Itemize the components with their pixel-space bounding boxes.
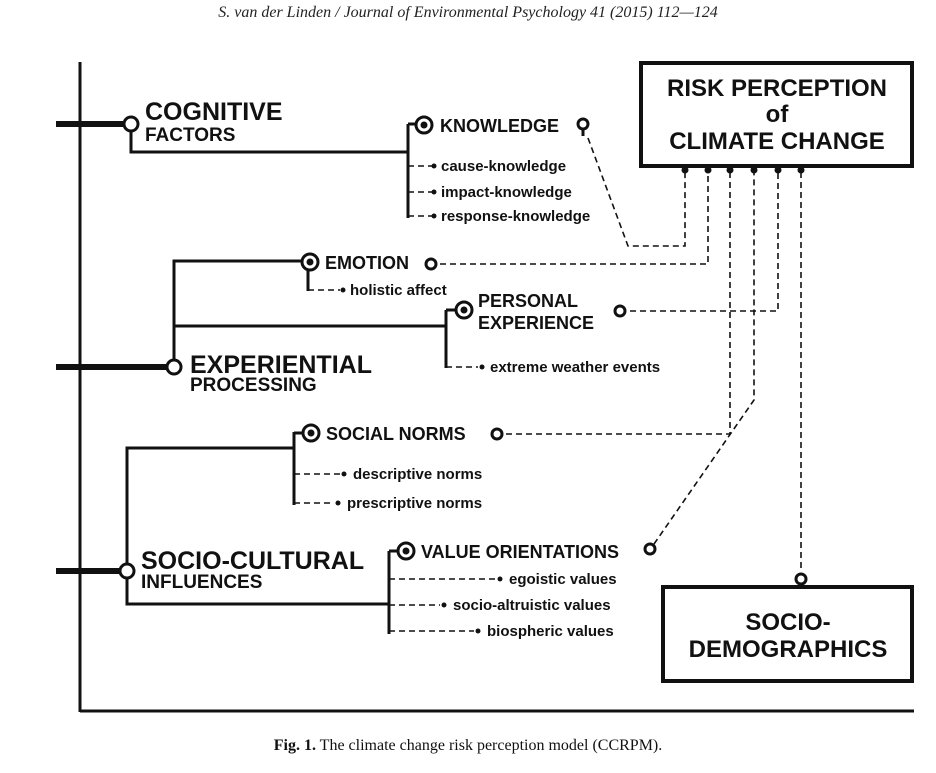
prescriptive-norms-bullet-icon — [335, 500, 341, 506]
risk-perception-box — [639, 61, 914, 168]
social-norms-label: SOCIAL NORMS — [326, 424, 466, 444]
experiential-line2: PROCESSING — [190, 375, 317, 396]
personal-experience-line2: EXPERIENCE — [478, 313, 594, 333]
experiential-branch-emotion — [172, 259, 301, 360]
impact-knowledge-bullet-icon — [431, 189, 437, 195]
value-orientations-out-node-icon — [643, 542, 657, 556]
socio-demographics-line1: SOCIO- — [745, 609, 830, 636]
egoistic-values-label: egoistic values — [509, 571, 617, 588]
socio-altruistic-values-label: socio-altruistic values — [453, 597, 611, 614]
journal-header: S. van der Linden / Journal of Environme… — [218, 4, 718, 21]
emotion-label: EMOTION — [325, 253, 409, 273]
rp-port-knowledge-icon — [681, 166, 689, 174]
knowledge-label: KNOWLEDGE — [440, 116, 559, 136]
figure-caption-text: The climate change risk perception model… — [319, 737, 663, 754]
socio-cultural-line2: INFLUENCES — [141, 572, 262, 593]
value-orientations-link — [653, 172, 755, 545]
impact-knowledge-label: impact-knowledge — [441, 184, 572, 201]
personal-experience-out-node-icon — [613, 304, 627, 318]
rp-port-value-orientations-icon — [750, 166, 758, 174]
figure-caption: Fig. 1. The climate change risk percepti… — [0, 737, 936, 755]
socio-demographics-node-icon — [794, 572, 808, 586]
socio-demographics-box — [661, 585, 914, 683]
socio-cultural-line1: SOCIO-CULTURAL — [141, 547, 364, 575]
holistic-affect-bullet-icon — [340, 287, 346, 293]
extreme-weather-bullet-icon — [479, 364, 485, 370]
emotion-out-node-icon — [424, 257, 438, 271]
cognitive-factors-line1: COGNITIVE — [145, 98, 283, 126]
socio-altruistic-values-bullet-icon — [441, 602, 447, 608]
biospheric-values-label: biospheric values — [487, 623, 614, 640]
personal-experience-line1: PERSONAL — [478, 291, 578, 311]
knowledge-link — [587, 137, 686, 247]
cognitive-branch-line — [129, 131, 408, 154]
response-knowledge-label: response-knowledge — [441, 208, 590, 225]
risk-perception-line2: of — [766, 101, 790, 128]
extreme-weather-label: extreme weather events — [490, 359, 660, 376]
personal-experience-link — [630, 172, 779, 312]
socio-cultural-branch-norms — [125, 446, 294, 564]
figure-label: Fig. 1. — [273, 737, 316, 754]
value-orientations-label: VALUE ORIENTATIONS — [421, 542, 619, 562]
knowledge-out-node-icon — [576, 117, 590, 131]
rp-port-socio-demographics-icon — [797, 166, 805, 174]
response-knowledge-bullet-icon — [431, 213, 437, 219]
descriptive-norms-bullet-icon — [341, 471, 347, 477]
socio-demographics-line2: DEMOGRAPHICS — [689, 636, 888, 663]
egoistic-values-bullet-icon — [497, 576, 503, 582]
cognitive-node-icon — [122, 115, 140, 133]
social-norms-out-node-icon — [490, 427, 504, 441]
risk-perception-line3: CLIMATE CHANGE — [669, 128, 885, 155]
biospheric-values-bullet-icon — [475, 628, 481, 634]
holistic-affect-label: holistic affect — [350, 282, 447, 299]
cause-knowledge-label: cause-knowledge — [441, 158, 566, 175]
rp-port-emotion-icon — [704, 166, 712, 174]
socio-cultural-branch-values — [125, 578, 389, 606]
descriptive-norms-label: descriptive norms — [353, 466, 482, 483]
socio-cultural-node-icon — [118, 562, 136, 580]
risk-perception-line1: RISK PERCEPTION — [667, 75, 887, 102]
cognitive-factors-line2: FACTORS — [145, 125, 235, 146]
experiential-line1: EXPERIENTIAL — [190, 351, 372, 379]
rp-port-personal-experience-icon — [774, 166, 782, 174]
cause-knowledge-bullet-icon — [431, 163, 437, 169]
rp-port-social-norms-icon — [726, 166, 734, 174]
prescriptive-norms-label: prescriptive norms — [347, 495, 482, 512]
experiential-node-icon — [165, 358, 183, 376]
